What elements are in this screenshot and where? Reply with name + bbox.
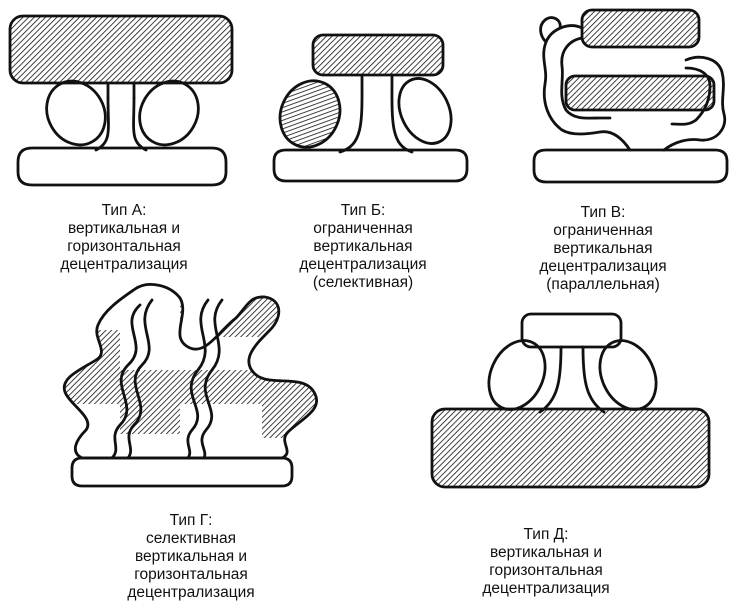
caption-type-a: Тип А: вертикальная и горизонтальная дец…	[14, 202, 234, 274]
hatched-band-lower	[120, 404, 180, 434]
caption-title: Тип Д:	[436, 526, 656, 544]
hatched-band-top	[180, 297, 280, 337]
caption-line: горизонтальная	[14, 238, 234, 256]
diagram-type-a	[10, 16, 232, 185]
technostructure-ellipse	[269, 71, 350, 157]
caption-title: Тип А:	[14, 202, 234, 220]
caption-line: вертикальная	[493, 240, 713, 258]
operating-core	[18, 148, 226, 185]
caption-line: селективная	[81, 530, 301, 548]
caption-title: Тип Б:	[253, 202, 473, 220]
operating-core	[72, 458, 292, 486]
caption-line: ограниченная	[493, 222, 713, 240]
caption-title: Тип Г:	[81, 512, 301, 530]
caption-line: вертикальная и	[14, 220, 234, 238]
diagram-type-v	[534, 10, 727, 182]
caption-line: вертикальная и	[81, 548, 301, 566]
diagram-type-d	[432, 314, 709, 487]
caption-type-b: Тип Б: ограниченная вертикальная децентр…	[253, 202, 473, 292]
caption-line: (параллельная)	[493, 276, 713, 294]
middle-line-bar	[566, 76, 714, 110]
support-staff-ellipse	[389, 70, 461, 152]
strategic-apex	[10, 16, 232, 83]
caption-line: вертикальная и	[436, 544, 656, 562]
operating-core	[274, 150, 467, 181]
middle-line-link	[108, 83, 134, 98]
caption-line: децентрализация	[14, 256, 234, 274]
middle-line-stem	[540, 347, 604, 412]
strategic-apex	[522, 314, 621, 347]
operating-core	[534, 150, 727, 182]
caption-line: вертикальная	[253, 238, 473, 256]
caption-type-v: Тип В: ограниченная вертикальная децентр…	[493, 204, 713, 294]
technostructure-ellipse	[478, 331, 556, 418]
hatched-band-right	[262, 404, 322, 438]
diagram-type-g	[60, 284, 322, 486]
caption-line: горизонтальная	[436, 562, 656, 580]
operating-core	[432, 409, 709, 487]
caption-line: децентрализация	[81, 584, 301, 602]
hatched-band-left	[60, 330, 120, 370]
caption-line: (селективная)	[253, 274, 473, 292]
caption-line: децентрализация	[253, 256, 473, 274]
caption-type-d: Тип Д: вертикальная и горизонтальная дец…	[436, 526, 656, 598]
caption-line: горизонтальная	[81, 566, 301, 584]
caption-type-g: Тип Г: селективная вертикальная и горизо…	[81, 512, 301, 602]
caption-title: Тип В:	[493, 204, 713, 222]
support-staff-ellipse	[589, 331, 667, 418]
caption-line: децентрализация	[493, 258, 713, 276]
caption-line: децентрализация	[436, 580, 656, 598]
strategic-apex	[582, 10, 699, 47]
strategic-apex	[313, 35, 443, 75]
diagram-type-b	[269, 35, 467, 181]
caption-line: ограниченная	[253, 220, 473, 238]
